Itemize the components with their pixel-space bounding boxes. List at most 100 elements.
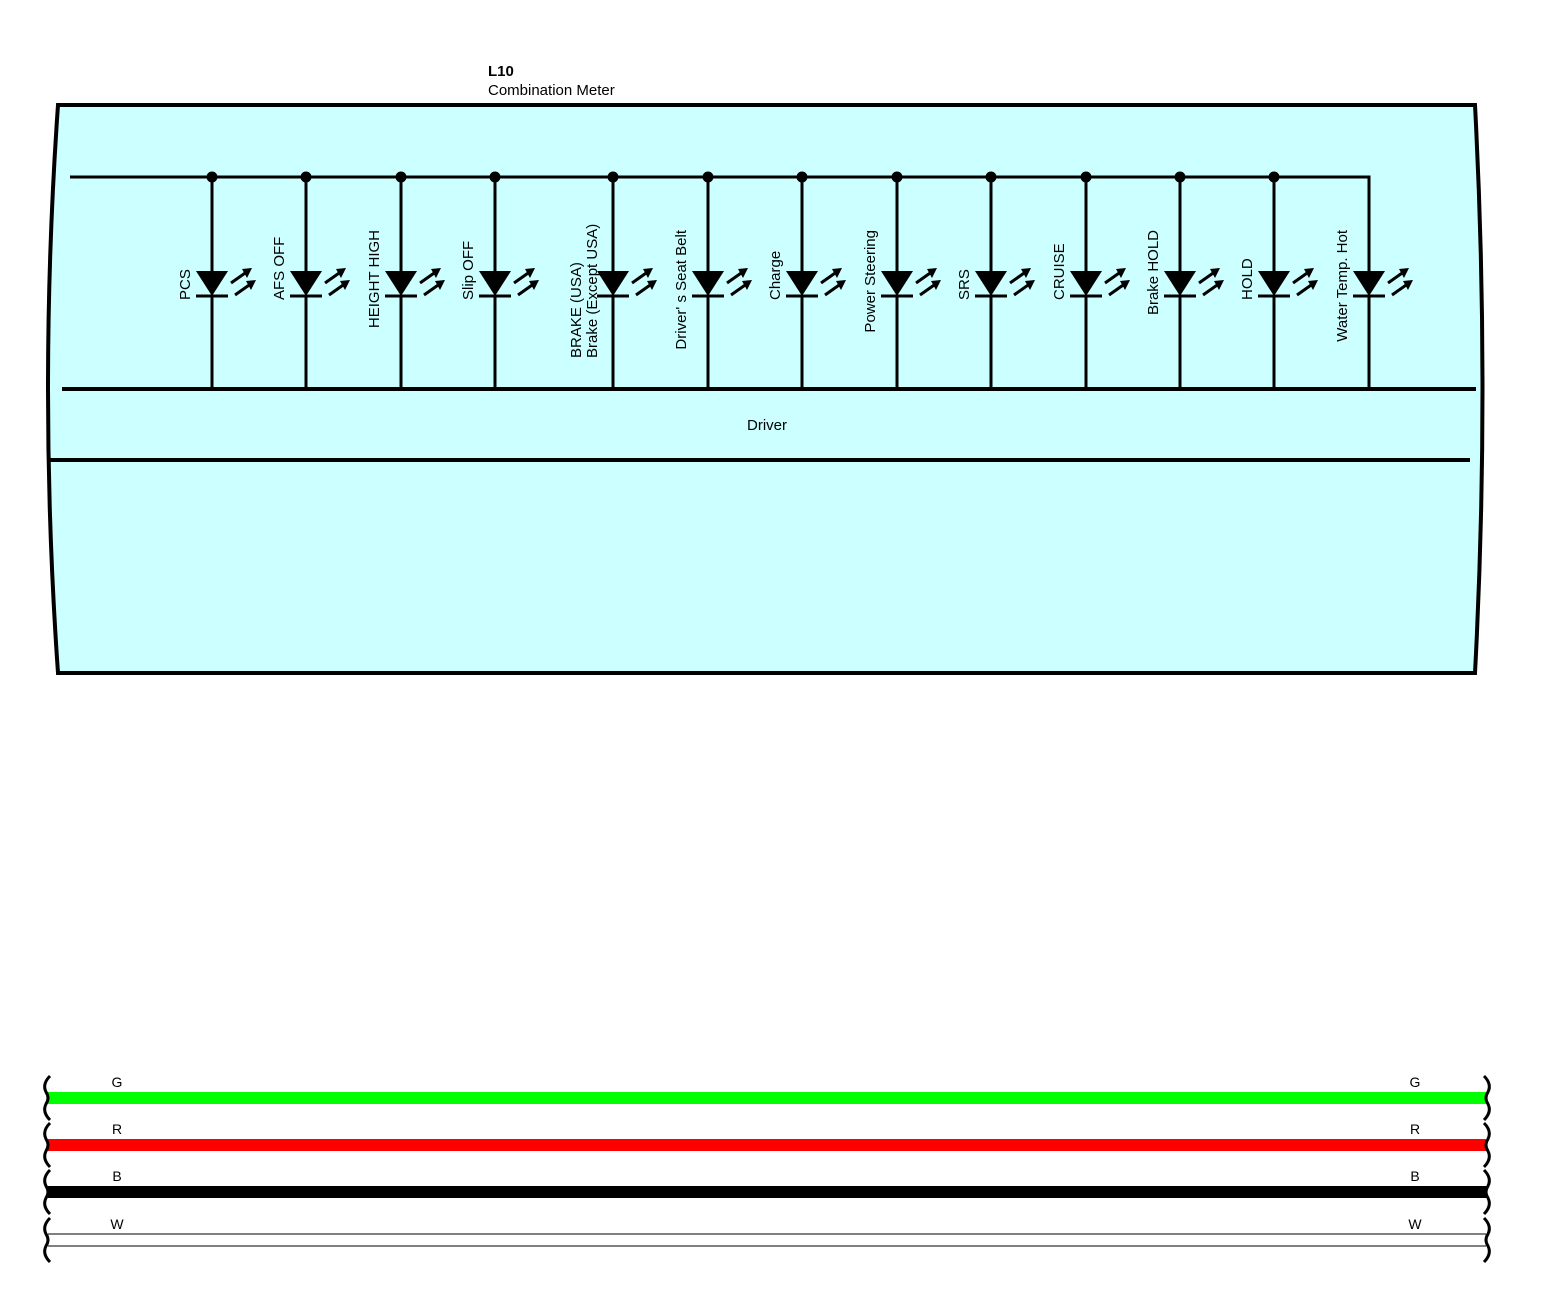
indicator-label: Power Steering [862, 230, 879, 333]
arrow-head-icon [1116, 268, 1126, 278]
led-diode-icon [1353, 271, 1385, 296]
indicator-label: AFS OFF [271, 237, 288, 300]
indicator-label-line: SRS [956, 269, 973, 300]
indicator-led: Brake HOLD [1145, 171, 1224, 389]
led-diode-icon [1258, 271, 1290, 296]
indicator-led: Power Steering [862, 171, 941, 389]
wire-code-right: G [1410, 1074, 1421, 1090]
wire-code-right: W [1408, 1216, 1422, 1232]
arrow-head-icon [643, 268, 653, 278]
indicator-led: BRAKE (USA)Brake (Except USA) [568, 171, 657, 389]
indicator-led: HEIGHT HIGH [366, 171, 445, 389]
arrow-head-icon [1304, 268, 1314, 278]
arrow-head-icon [1025, 280, 1035, 290]
arrow-head-icon [431, 268, 441, 278]
indicator-label-line: HOLD [1239, 258, 1256, 300]
indicator-label: Slip OFF [460, 241, 477, 300]
indicator-label: BRAKE (USA)Brake (Except USA) [568, 224, 601, 358]
indicator-label: HEIGHT HIGH [366, 230, 383, 328]
wire-code-left: G [112, 1074, 123, 1090]
indicator-label-line: PCS [177, 269, 194, 300]
indicator-label-line: Brake HOLD [1145, 230, 1162, 315]
arrow-head-icon [836, 280, 846, 290]
wire-break-bracket-icon [43, 1168, 52, 1216]
indicator-label: Driver' s Seat Belt [673, 229, 690, 349]
led-diode-icon [597, 271, 629, 296]
indicator-label-line: Driver' s Seat Belt [673, 229, 690, 349]
wire-break-bracket-icon [1482, 1121, 1491, 1169]
wire-code-right: R [1410, 1121, 1420, 1137]
wire-code-left: R [112, 1121, 122, 1137]
indicator-led: Driver' s Seat Belt [673, 171, 752, 389]
arrow-head-icon [246, 280, 256, 290]
led-diode-icon [479, 271, 511, 296]
indicator-led: AFS OFF [271, 171, 350, 389]
indicator-label: SRS [956, 269, 973, 300]
connector-id: L10 [488, 63, 514, 80]
arrow-head-icon [336, 268, 346, 278]
wire-break-bracket-icon [1482, 1168, 1491, 1216]
arrow-head-icon [742, 280, 752, 290]
arrow-head-icon [1120, 280, 1130, 290]
wire-code-left: B [112, 1168, 121, 1184]
indicator-label-line: AFS OFF [271, 237, 288, 300]
driver-section-label: Driver [747, 417, 787, 434]
wire-break-bracket-icon [1482, 1216, 1491, 1264]
led-diode-icon [1164, 271, 1196, 296]
indicator-led: Slip OFF [460, 171, 539, 389]
wire-break-bracket-icon [43, 1121, 52, 1169]
indicator-led: CRUISE [1051, 171, 1130, 389]
wire-break-bracket-icon [1482, 1074, 1491, 1122]
indicator-label-line: Power Steering [862, 230, 879, 333]
arrow-head-icon [738, 268, 748, 278]
indicator-label: PCS [177, 269, 194, 300]
connector-name: Combination Meter [488, 82, 615, 99]
wire-break-bracket-icon [43, 1074, 52, 1122]
indicator-led: Charge [767, 171, 846, 389]
indicator-label-line: CRUISE [1051, 243, 1068, 300]
led-diode-icon [385, 271, 417, 296]
wire-break-bracket-icon [43, 1216, 52, 1264]
arrow-head-icon [647, 280, 657, 290]
led-diode-icon [786, 271, 818, 296]
indicator-label: Charge [767, 251, 784, 300]
arrow-head-icon [525, 268, 535, 278]
indicator-label-line: BRAKE (USA) [568, 262, 585, 358]
indicator-label: HOLD [1239, 258, 1256, 300]
arrow-head-icon [529, 280, 539, 290]
arrow-head-icon [340, 280, 350, 290]
indicator-label-line: Brake (Except USA) [584, 224, 601, 358]
arrow-head-icon [1399, 268, 1409, 278]
combination-meter-body: Driver [46, 103, 1485, 675]
led-diode-icon [1070, 271, 1102, 296]
arrow-head-icon [931, 280, 941, 290]
indicator-label: Brake HOLD [1145, 230, 1162, 315]
arrow-head-icon [927, 268, 937, 278]
arrow-head-icon [1210, 268, 1220, 278]
indicator-leds: PCS AFS OFF HEIGHT HIGH Slip OFF BRAKE (USA)… [70, 171, 1413, 389]
wire-code-left: W [110, 1216, 124, 1232]
indicator-led: HOLD [1239, 171, 1318, 389]
led-diode-icon [881, 271, 913, 296]
led-diode-icon [975, 271, 1007, 296]
indicator-label-line: Water Temp. Hot [1334, 229, 1351, 342]
arrow-head-icon [435, 280, 445, 290]
indicator-led: Water Temp. Hot [1334, 229, 1413, 389]
arrow-head-icon [832, 268, 842, 278]
indicator-label: CRUISE [1051, 243, 1068, 300]
indicator-label-line: Charge [767, 251, 784, 300]
arrow-head-icon [1308, 280, 1318, 290]
arrow-head-icon [242, 268, 252, 278]
led-diode-icon [290, 271, 322, 296]
arrow-head-icon [1214, 280, 1224, 290]
wire-code-right: B [1410, 1168, 1419, 1184]
indicator-label-line: Slip OFF [460, 241, 477, 300]
arrow-head-icon [1403, 280, 1413, 290]
indicator-label: Water Temp. Hot [1334, 229, 1351, 342]
